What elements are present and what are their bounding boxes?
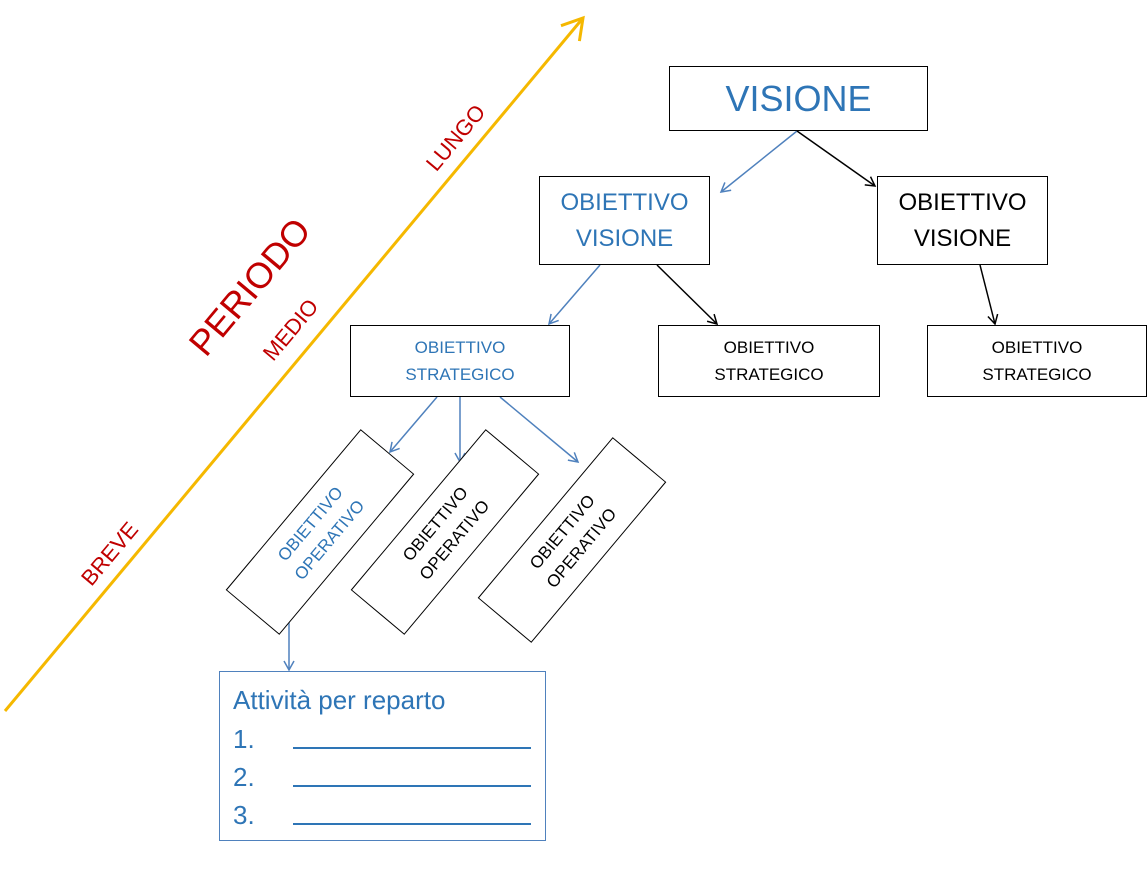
vision-goal-1-line1: OBIETTIVO [560, 188, 689, 216]
period-arrow [3, 15, 585, 712]
activity-blank-line [293, 823, 531, 825]
activity-item: 3. [233, 796, 545, 834]
strategic-goal-3-line2: STRATEGICO [982, 365, 1092, 384]
activity-blank-line [293, 747, 531, 749]
strategic-goal-box-1: OBIETTIVO STRATEGICO [350, 325, 570, 397]
vision-box: VISIONE [669, 66, 928, 131]
connector-goal1-to-strategic-2 [656, 264, 719, 326]
strategic-goal-1-line2: STRATEGICO [405, 365, 515, 384]
vision-goal-2-line2: VISIONE [913, 224, 1012, 252]
connector-vision-to-goal-1 [719, 130, 798, 193]
activity-item-number: 2. [233, 762, 255, 792]
activity-blank-line [293, 785, 531, 787]
connector-strategic-to-operative-3 [499, 396, 580, 463]
vision-label: VISIONE [725, 77, 872, 119]
strategic-goal-box-2: OBIETTIVO STRATEGICO [658, 325, 880, 397]
activity-item-number: 1. [233, 724, 255, 754]
activities-box: Attività per reparto 1. 2. 3. [219, 671, 546, 841]
activity-item-number: 3. [233, 800, 255, 830]
activity-item: 2. [233, 758, 545, 796]
connector-strategic-to-operative-1 [388, 396, 438, 454]
connector-goal1-to-strategic-1 [547, 264, 601, 326]
activity-item: 1. [233, 720, 545, 758]
vision-goal-2-line1: OBIETTIVO [898, 188, 1027, 216]
connector-goal2-to-strategic-3 [979, 264, 999, 326]
strategic-goal-3-line1: OBIETTIVO [991, 338, 1083, 357]
strategic-goal-2-line2: STRATEGICO [714, 365, 824, 384]
vision-goal-1-line2: VISIONE [575, 224, 674, 252]
activities-title: Attività per reparto [233, 685, 446, 715]
connector-vision-to-goal-2 [796, 130, 877, 187]
vision-goal-box-1: OBIETTIVO VISIONE [539, 176, 710, 265]
strategic-goal-1-line1: OBIETTIVO [414, 338, 506, 357]
strategic-goal-box-3: OBIETTIVO STRATEGICO [927, 325, 1147, 397]
vision-goal-box-2: OBIETTIVO VISIONE [877, 176, 1048, 265]
strategic-goal-2-line1: OBIETTIVO [723, 338, 815, 357]
